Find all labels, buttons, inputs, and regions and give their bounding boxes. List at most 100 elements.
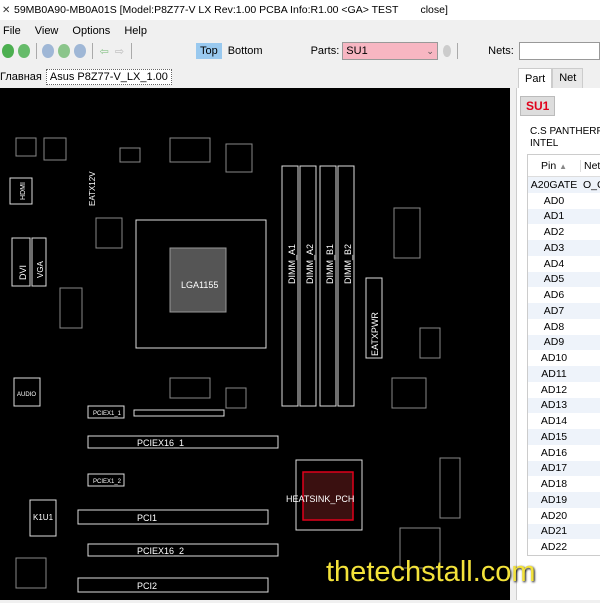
pin-table[interactable]: Pin ▲ Net A20GATEO_GAD0AD1AD2AD3AD4AD5AD… bbox=[527, 154, 600, 556]
chevron-down-icon[interactable]: ⌄ bbox=[426, 45, 434, 56]
label-dimm-a1: DIMM_A1 bbox=[287, 244, 297, 284]
label-dimm-a2: DIMM_A2 bbox=[305, 244, 315, 284]
part-description: C.S PANTHERPOINT INTEL bbox=[530, 126, 600, 150]
menu-bar: File View Options Help bbox=[0, 22, 147, 40]
top-side-button[interactable]: Top bbox=[195, 43, 222, 59]
table-row[interactable]: AD11 bbox=[528, 366, 600, 382]
pin-cell: AD10 bbox=[540, 352, 568, 365]
table-row[interactable]: AD16 bbox=[528, 445, 600, 461]
table-row[interactable]: AD2 bbox=[528, 224, 600, 240]
parts-combobox[interactable]: SU1 ⌄ bbox=[342, 42, 438, 60]
table-row[interactable]: AD4 bbox=[528, 256, 600, 272]
label-pciex16-2: PCIEX16_2 bbox=[137, 546, 184, 556]
label-dimm-b2: DIMM_B2 bbox=[343, 244, 353, 284]
column-pin[interactable]: Pin ▲ bbox=[528, 160, 580, 172]
zoom-out-icon[interactable] bbox=[74, 44, 86, 58]
tab-net[interactable]: Net bbox=[552, 68, 584, 88]
refresh-icon[interactable] bbox=[17, 44, 30, 58]
separator bbox=[91, 43, 93, 59]
reload-icon[interactable] bbox=[2, 44, 14, 58]
pin-cell: AD17 bbox=[540, 462, 568, 475]
column-pin-label: Pin bbox=[540, 159, 557, 172]
pin-cell: AD6 bbox=[543, 289, 565, 302]
table-row[interactable]: AD19 bbox=[528, 492, 600, 508]
sort-ascending-icon: ▲ bbox=[559, 161, 568, 171]
table-row[interactable]: AD3 bbox=[528, 240, 600, 256]
table-row[interactable]: AD22 bbox=[528, 539, 600, 555]
label-dvi: DVI bbox=[18, 265, 28, 280]
tab-home[interactable]: Главная bbox=[0, 71, 42, 83]
nets-combobox[interactable] bbox=[518, 42, 600, 60]
table-row[interactable]: AD7 bbox=[528, 303, 600, 319]
pin-cell: AD16 bbox=[540, 446, 568, 459]
label-pciex1-2: PCIEX1_2 bbox=[93, 479, 122, 485]
pci1-slot bbox=[77, 509, 269, 525]
board-drawing[interactable]: LGA1155 DIMM_A1 DIMM_A2 DIMM_B1 DIMM_B2 … bbox=[0, 88, 510, 600]
label-pci1: PCI1 bbox=[137, 513, 157, 523]
tab-part[interactable]: Part bbox=[518, 68, 553, 88]
forward-arrow-icon[interactable]: ⇨ bbox=[114, 45, 125, 58]
pin-cell: AD1 bbox=[543, 210, 565, 223]
pin-cell: AD20 bbox=[540, 509, 568, 522]
pin-cell: AD5 bbox=[543, 273, 565, 286]
menu-view[interactable]: View bbox=[34, 25, 59, 37]
menu-help[interactable]: Help bbox=[124, 25, 147, 37]
table-row[interactable]: AD20 bbox=[528, 508, 600, 524]
table-row[interactable]: AD12 bbox=[528, 382, 600, 398]
separator bbox=[131, 43, 132, 59]
table-row[interactable]: AD8 bbox=[528, 319, 600, 335]
zoom-in-icon[interactable] bbox=[42, 44, 55, 58]
pin-cell: AD22 bbox=[540, 541, 568, 554]
table-row[interactable]: AD0 bbox=[528, 193, 600, 209]
pin-cell: AD0 bbox=[543, 194, 565, 207]
table-row[interactable]: AD1 bbox=[528, 208, 600, 225]
label-k1u1: K1U1 bbox=[33, 513, 54, 522]
column-net[interactable]: Net bbox=[580, 159, 600, 172]
fit-icon[interactable] bbox=[58, 44, 71, 58]
document-tabs: Главная Asus P8Z77-V_LX_1.00 bbox=[0, 67, 172, 87]
table-row[interactable]: AD18 bbox=[528, 476, 600, 492]
menu-file[interactable]: File bbox=[3, 25, 21, 37]
label-pciex16-1: PCIEX16_1 bbox=[137, 438, 184, 448]
bottom-side-button[interactable]: Bottom bbox=[227, 45, 263, 57]
label-eatx12v: EATX12V bbox=[88, 171, 97, 206]
menu-options[interactable]: Options bbox=[72, 25, 111, 37]
eatxpwr-connector bbox=[365, 277, 383, 359]
pciex16-2-slot bbox=[87, 543, 279, 557]
label-eatxpwr: EATXPWR bbox=[370, 312, 380, 356]
pin-cell: AD8 bbox=[543, 320, 565, 333]
table-row[interactable]: AD5 bbox=[528, 271, 600, 288]
cpu-socket-outline bbox=[135, 219, 267, 349]
su1-highlight[interactable] bbox=[302, 471, 354, 521]
board-components bbox=[15, 137, 461, 589]
label-cpu: LGA1155 bbox=[181, 280, 218, 290]
pin-cell: AD21 bbox=[540, 525, 568, 538]
part-name-badge: SU1 bbox=[520, 96, 556, 116]
tab-board[interactable]: Asus P8Z77-V_LX_1.00 bbox=[45, 69, 172, 85]
back-arrow-icon[interactable]: ⇦ bbox=[99, 45, 109, 58]
toolbar: ⇦ ⇨ Top Bottom Parts: SU1 ⌄ Nets: bbox=[0, 40, 600, 62]
table-row[interactable]: AD9 bbox=[528, 334, 600, 351]
pin-cell: AD4 bbox=[543, 257, 565, 270]
part-description-line1: C.S PANTHERPOINT bbox=[530, 126, 600, 137]
clear-icon[interactable] bbox=[442, 45, 452, 57]
table-row[interactable]: AD17 bbox=[528, 460, 600, 477]
board-view[interactable]: LGA1155 DIMM_A1 DIMM_A2 DIMM_B1 DIMM_B2 … bbox=[0, 88, 510, 600]
table-row[interactable]: AD15 bbox=[528, 429, 600, 445]
pin-cell: A20GATE bbox=[530, 178, 578, 191]
dimm-slots bbox=[281, 165, 355, 407]
table-row[interactable]: AD21 bbox=[528, 523, 600, 540]
label-hdmi: HDMI bbox=[20, 182, 27, 200]
table-body: A20GATEO_GAD0AD1AD2AD3AD4AD5AD6AD7AD8AD9… bbox=[528, 177, 600, 555]
table-row[interactable]: AD10 bbox=[528, 350, 600, 366]
label-pciex1-1: PCIEX1_1 bbox=[93, 411, 122, 417]
window-title-suffix: close] bbox=[420, 4, 448, 16]
table-row[interactable]: AD13 bbox=[528, 397, 600, 414]
pin-cell: AD18 bbox=[540, 478, 568, 491]
separator bbox=[35, 43, 37, 59]
table-row[interactable]: AD6 bbox=[528, 287, 600, 303]
pin-cell: AD15 bbox=[540, 430, 568, 443]
table-row[interactable]: AD14 bbox=[528, 413, 600, 429]
pch-heatsink bbox=[295, 459, 363, 531]
